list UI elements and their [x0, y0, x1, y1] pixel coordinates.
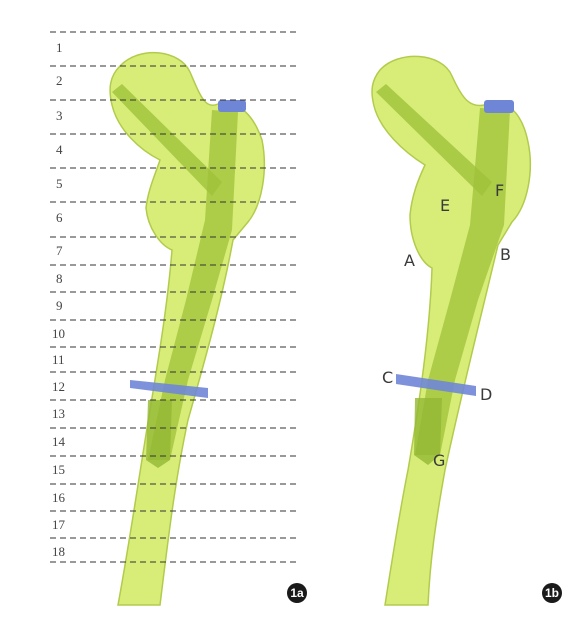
level-label-4: 4	[56, 142, 63, 157]
level-labels: 1 2 3 4 5 6 7 8 9 10 11 12 13 14 15 16 1…	[52, 40, 66, 559]
femur-model-a	[110, 53, 264, 605]
nail-tip-a	[146, 400, 172, 468]
badge-1b: 1b	[542, 583, 562, 603]
level-label-7: 7	[56, 243, 63, 258]
level-label-2: 2	[56, 73, 63, 88]
level-label-13: 13	[52, 406, 65, 421]
end-cap-b	[484, 100, 514, 113]
level-label-11: 11	[52, 352, 65, 367]
level-label-3: 3	[56, 108, 63, 123]
level-label-12: 12	[52, 379, 65, 394]
level-label-14: 14	[52, 434, 66, 449]
point-label-a: A	[404, 251, 415, 270]
level-label-6: 6	[56, 210, 63, 225]
badge-1a: 1a	[287, 583, 307, 603]
level-label-15: 15	[52, 462, 65, 477]
point-label-b: B	[500, 245, 511, 264]
level-label-18: 18	[52, 544, 65, 559]
level-label-10: 10	[52, 326, 65, 341]
level-label-1: 1	[56, 40, 63, 55]
level-label-9: 9	[56, 298, 63, 313]
level-label-17: 17	[52, 517, 66, 532]
point-label-f: F	[495, 181, 504, 200]
badge-label-1b: 1b	[545, 586, 559, 600]
end-cap-a	[218, 100, 246, 112]
point-label-e: E	[440, 196, 450, 215]
level-label-8: 8	[56, 271, 63, 286]
point-label-c: C	[382, 368, 393, 387]
femur-model-b	[372, 56, 530, 605]
panel-b: A B C D E F G 1b	[372, 56, 562, 605]
level-label-5: 5	[56, 176, 63, 191]
point-label-d: D	[480, 385, 492, 404]
badge-label-1a: 1a	[290, 586, 304, 600]
level-label-16: 16	[52, 490, 66, 505]
panel-a: 1 2 3 4 5 6 7 8 9 10 11 12 13 14 15 16 1…	[50, 32, 307, 605]
point-label-g: G	[433, 451, 445, 470]
